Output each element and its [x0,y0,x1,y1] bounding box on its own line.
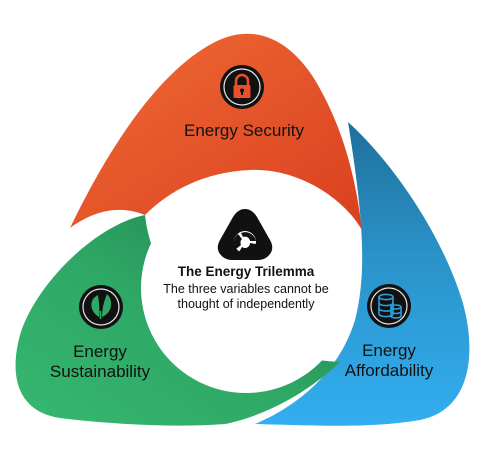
center-circle [141,183,351,393]
lock-icon [220,65,264,109]
center-subtitle-line-2: thought of independently [178,297,316,311]
label-energy-affordability-line-1: Energy [362,341,416,360]
label-energy-security: Energy Security [184,121,304,140]
coin-stack-icon [367,284,411,328]
center-title: The Energy Trilemma [178,264,315,279]
label-energy-sustainability-line-2: Sustainability [50,362,151,381]
label-energy-affordability-line-2: Affordability [345,361,434,380]
center-subtitle-line-1: The three variables cannot be [163,282,328,296]
trilemma-logo-icon [217,209,273,260]
label-energy-sustainability-line-1: Energy [73,342,127,361]
segment-energy-affordability [255,122,470,426]
segment-energy-security [70,33,362,231]
leaf-icon [79,285,123,329]
